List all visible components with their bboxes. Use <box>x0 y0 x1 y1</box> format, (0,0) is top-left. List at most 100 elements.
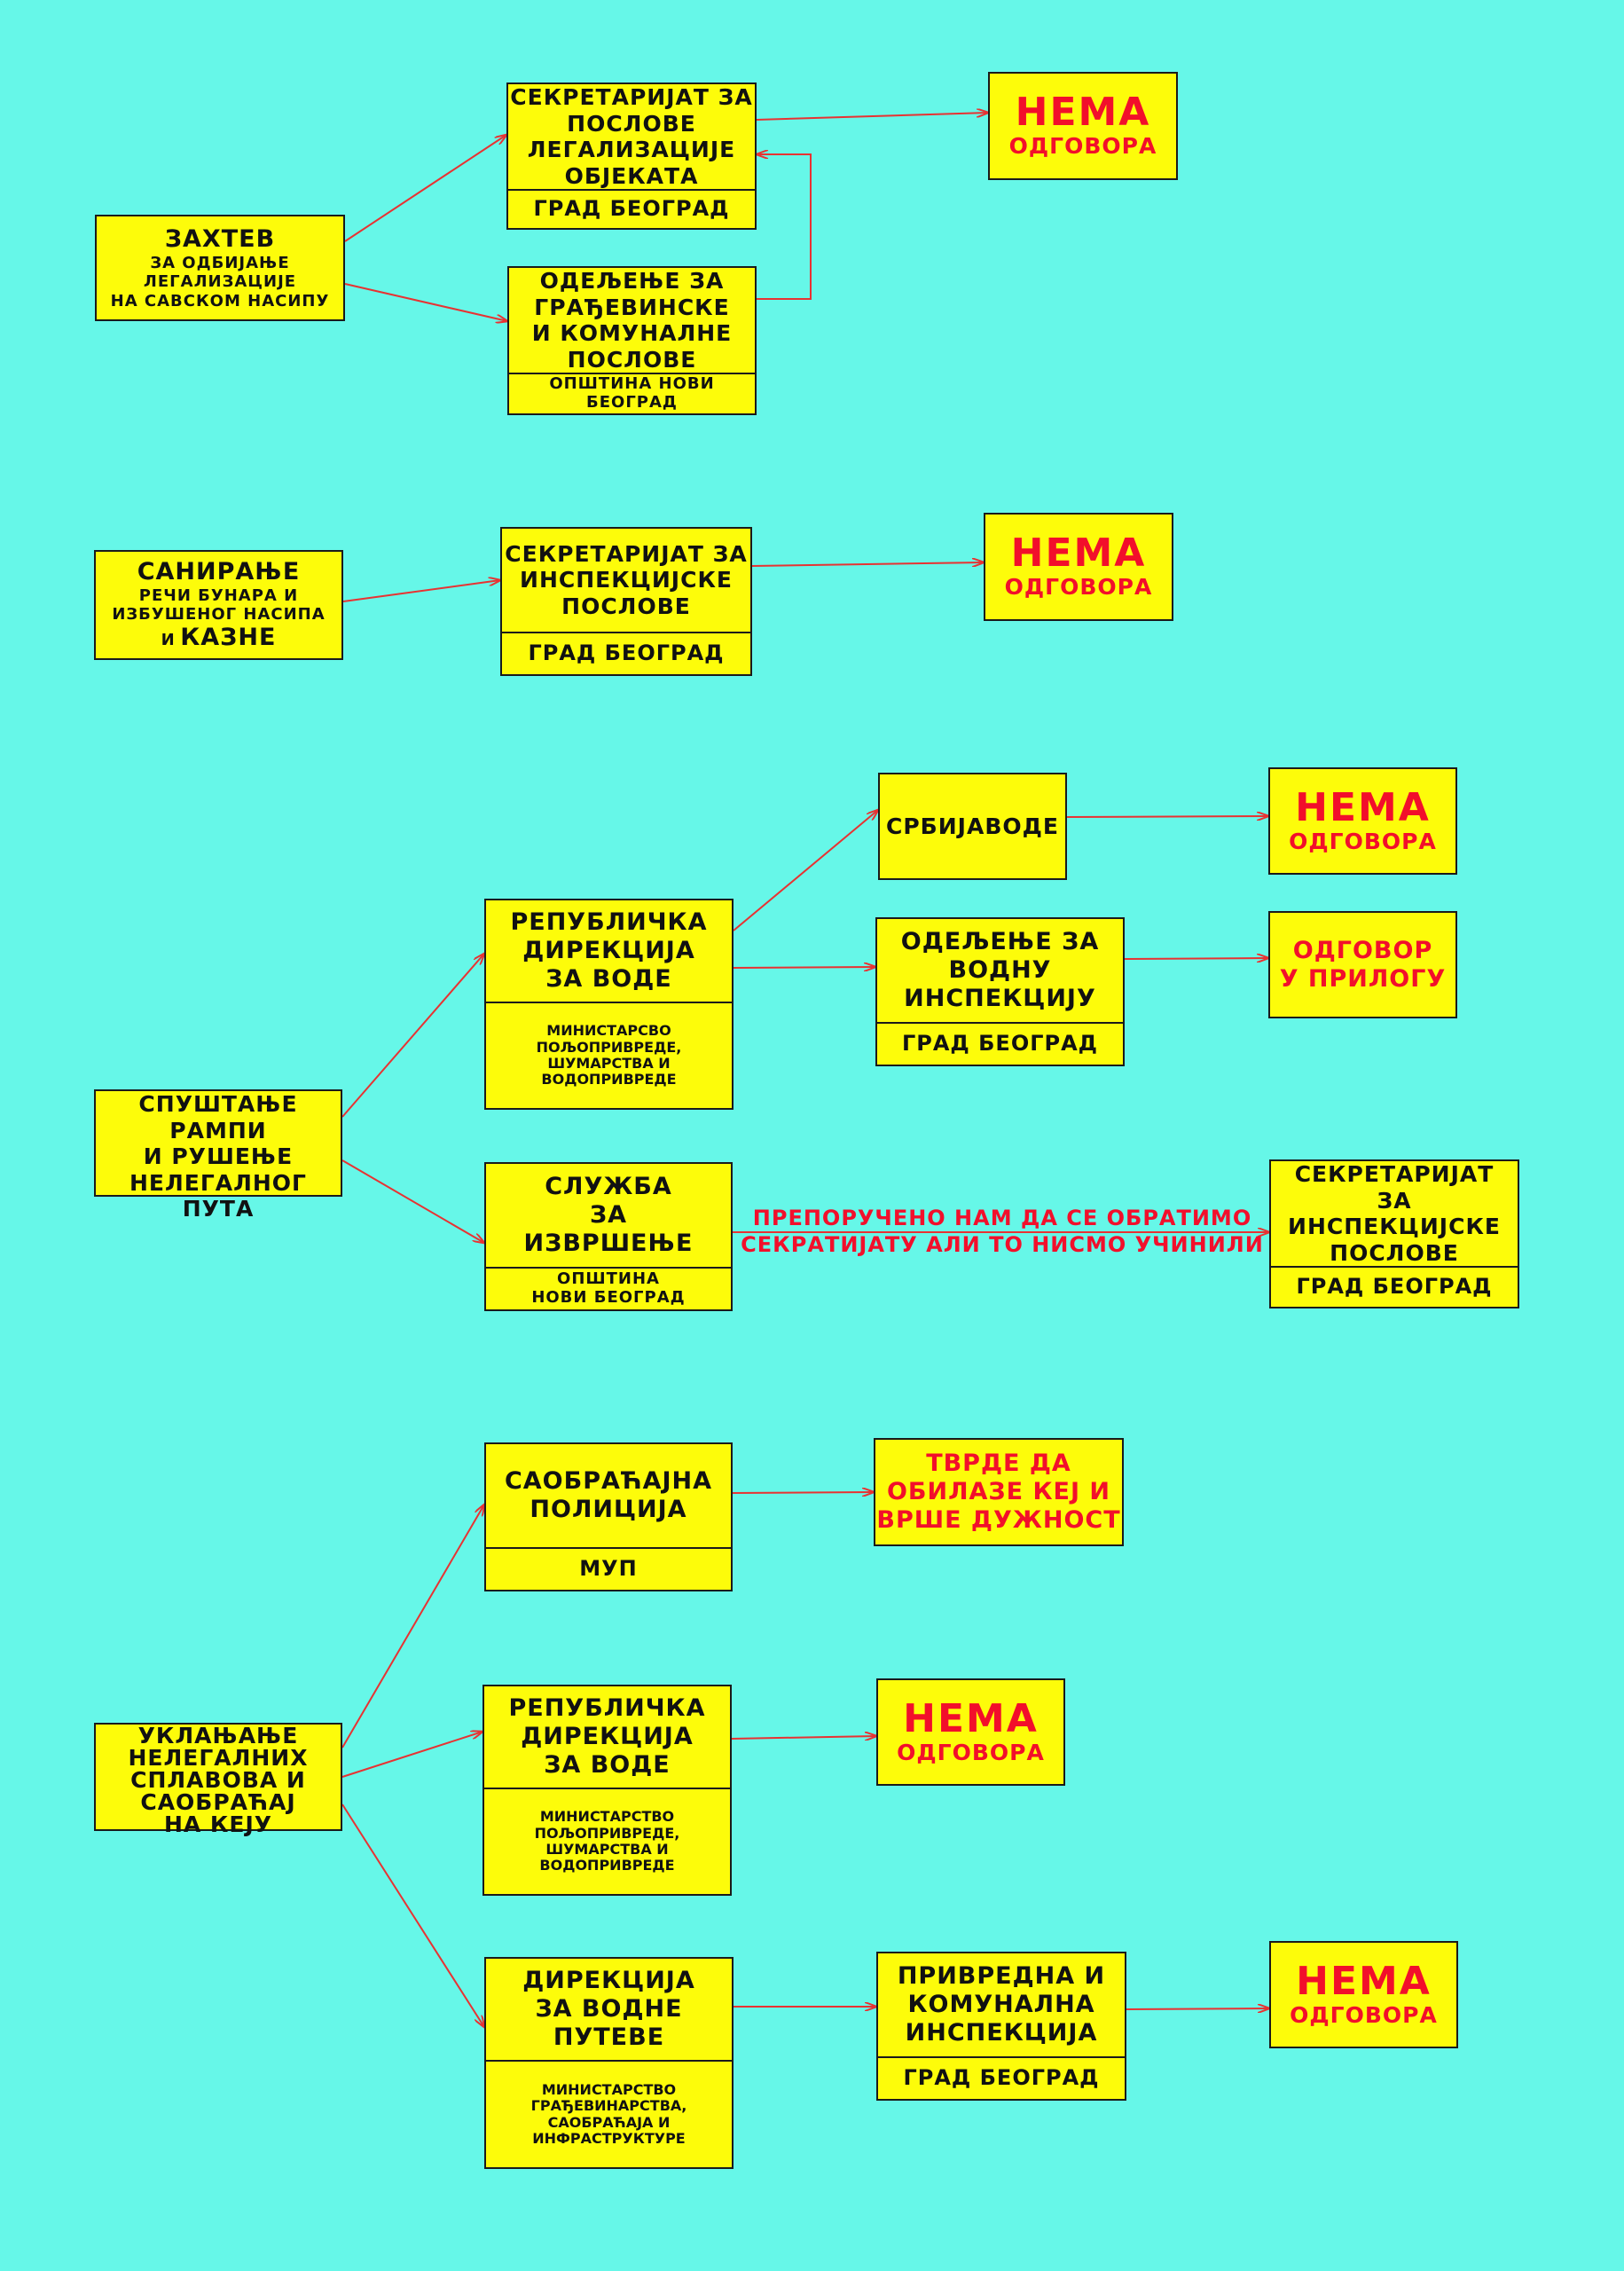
arrow-ramps-to-directorate <box>341 954 484 1118</box>
box-line: ИНСПЕКЦИЈУ <box>904 984 1096 1012</box>
box-line: СРБИЈАВОДЕ <box>886 813 1059 839</box>
srbijavode-box: СРБИЈАВОДЕ <box>878 773 1067 880</box>
org-label: ГРАД БЕОГРАД <box>901 1031 1099 1057</box>
republic-water-directorate-box-2: РЕПУБЛИЧКА ДИРЕКЦИЈА ЗА ВОДЕ МИНИСТАРСТВ… <box>482 1685 732 1896</box>
org-line: ВОДОПРИВРЕДЕ <box>541 1071 677 1088</box>
result-small-text: ОДГОВОРА <box>1008 133 1157 160</box>
request-line: СПУШТАЊЕ РАМПИ <box>138 1091 298 1143</box>
result-answer-attached: ОДГОВОР У ПРИЛОГУ <box>1268 911 1457 1018</box>
arrow-directorate4-to-result <box>731 1736 876 1739</box>
request-box-rafts: УКЛАЊАЊЕ НЕЛЕГАЛНИХ СПЛАВОВА И САОБРАЋАЈ… <box>94 1723 342 1835</box>
box-line: ЗА ВОДЕ <box>544 1750 671 1779</box>
org-line: САОБРАЋАЈА И <box>547 2113 671 2131</box>
box-line: ДИРЕКЦИЈА <box>522 937 695 965</box>
traffic-police-box: САОБРАЋАЈНА ПОЛИЦИЈА МУП <box>484 1442 733 1591</box>
recommendation-note: ПРЕПОРУЧЕНО НАМ ДА СЕ ОБРАТИМО СЕКРАТИЈА… <box>741 1205 1264 1258</box>
arrow-ramps-to-enforcement <box>341 1159 484 1243</box>
box-line: ИНСПЕКЦИЈСКЕ <box>520 567 733 593</box>
org-line: ОПШТИНА <box>557 1269 660 1289</box>
result-line: ОДГОВОР <box>1292 936 1433 964</box>
request-line: НА САВСКОМ НАСИПУ <box>110 291 330 310</box>
result-police-claims: ТВРДЕ ДА ОБИЛАЗЕ КЕЈ И ВРШЕ ДУЖНОСТ <box>874 1438 1124 1546</box>
request-line: ИЗБУШЕНОГ НАСИПА <box>112 605 326 624</box>
result-small-text: ОДГОВОРА <box>1289 828 1437 854</box>
box-line: ЗА ВОДНЕ <box>535 1995 683 2023</box>
note-line: СЕКРАТИЈАТУ АЛИ ТО НИСМО УЧИНИЛИ <box>741 1232 1264 1257</box>
result-line: У ПРИЛОГУ <box>1279 964 1447 993</box>
secretariat-inspection-box: СЕКРЕТАРИЈАТ ЗА ИНСПЕКЦИЈСКЕ ПОСЛОВЕ ГРА… <box>500 527 752 676</box>
request-line: ЗА ОДБИЈАЊЕ <box>150 254 290 273</box>
org-line: МИНИСТАРСТВО <box>541 2080 677 2098</box>
result-no-answer-2: НЕМА ОДГОВОРА <box>984 513 1173 621</box>
arrow-directorate-to-inspection <box>733 967 875 968</box>
department-construction-box: ОДЕЉЕЊЕ ЗА ГРАЂЕВИНСКЕ И КОМУНАЛНЕ ПОСЛО… <box>507 266 757 415</box>
box-line: ИНСПЕКЦИЈА <box>905 2018 1098 2047</box>
box-line: ДИРЕКЦИЈА <box>522 1967 695 1995</box>
request-line: СПЛАВОВА И <box>130 1767 306 1793</box>
request-title: САНИРАЊЕ <box>137 557 301 585</box>
request-box-legalization: ЗАХТЕВ ЗА ОДБИЈАЊЕ ЛЕГАЛИЗАЦИЈЕ НА САВСК… <box>95 215 345 321</box>
box-line: САОБРАЋАЈНА <box>504 1467 713 1496</box>
arrow-secretariat2-to-result <box>751 562 984 566</box>
org-line: ГРАЂЕВИНАРСТВА, <box>530 2097 687 2115</box>
result-big-text: НЕМА <box>903 1695 1039 1741</box>
arrow-srbijavode-to-result <box>1066 816 1268 817</box>
org-line: ШУМАРСТВА И <box>545 1841 669 1858</box>
org-label: ГРАД БЕОГРАД <box>1296 1274 1493 1300</box>
result-line: ВРШЕ ДУЖНОСТ <box>876 1505 1121 1534</box>
arrow-department-to-secretariat <box>756 154 812 300</box>
box-line: СЕКРЕТАРИЈАТ <box>1294 1161 1495 1187</box>
box-line: ПОСЛОВЕ <box>567 110 696 137</box>
result-line: ТВРДЕ ДА <box>926 1450 1071 1478</box>
box-line: ПОЛИЦИЈА <box>530 1496 687 1523</box>
box-line: ПУТЕВЕ <box>553 2023 665 2051</box>
arrow-inspection4-to-result <box>1126 2008 1269 2009</box>
request-line: РЕЧИ БУНАРА И <box>138 585 299 605</box>
org-line: МИНИСТАРСТВО <box>539 1808 675 1826</box>
org-line: ПОЉОПРИВРЕДЕ, <box>536 1038 682 1056</box>
request-line: и <box>161 631 176 650</box>
arrow-rafts-to-police <box>341 1505 484 1748</box>
note-line: ПРЕПОРУЧЕНО НАМ ДА СЕ ОБРАТИМО <box>752 1206 1252 1230</box>
result-big-text: НЕМА <box>1296 1958 1432 2004</box>
box-line: ЗА ВОДЕ <box>545 964 672 993</box>
request-line: НЕЛЕГАЛНИХ <box>128 1745 309 1771</box>
arrow-request-to-department <box>344 283 507 321</box>
org-label: ГРАД БЕОГРАД <box>533 196 730 222</box>
box-line: ОДЕЉЕЊЕ ЗА <box>539 268 725 294</box>
box-line: ГРАЂЕВИНСКЕ <box>534 294 730 320</box>
result-big-text: НЕМА <box>1015 90 1151 136</box>
arrow-inspection-to-result <box>1124 958 1268 959</box>
org-line: МИНИСТАРСВО <box>546 1022 671 1040</box>
org-line: ИНФРАСТРУКТУРЕ <box>532 2129 686 2147</box>
org-line: ШУМАРСТВА И <box>547 1055 671 1072</box>
result-big-text: НЕМА <box>1010 530 1147 577</box>
org-line: НОВИ БЕОГРАД <box>531 1288 686 1307</box>
arrow-directorate-to-srbijavode <box>733 810 878 931</box>
arrow-rafts-to-directorate <box>341 1732 482 1778</box>
result-small-text: ОДГОВОРА <box>1290 2001 1438 2028</box>
org-label: ГРАД БЕОГРАД <box>903 2065 1100 2091</box>
arrow-sanation-to-secretariat <box>342 580 500 602</box>
water-inspection-box: ОДЕЉЕЊЕ ЗА ВОДНУ ИНСПЕКЦИЈУ ГРАД БЕОГРАД <box>875 917 1125 1066</box>
box-line: СЛУЖБА <box>545 1173 672 1201</box>
box-line: ПОСЛОВЕ <box>567 346 697 373</box>
box-line: КОМУНАЛНА <box>907 1991 1095 2019</box>
box-line: ДИРЕКЦИЈА <box>521 1723 694 1751</box>
box-line: И КОМУНАЛНЕ <box>531 320 733 346</box>
box-line: СЕКРЕТАРИЈАТ ЗА <box>510 84 753 110</box>
box-line: ПОСЛОВЕ <box>1330 1239 1459 1266</box>
box-line: ВОДНУ <box>948 956 1052 985</box>
box-line: ИЗВРШЕЊЕ <box>523 1229 694 1257</box>
box-line: ПРИВРЕДНА И <box>897 1962 1106 1991</box>
result-small-text: ОДГОВОРА <box>897 1739 1045 1765</box>
request-line: САОБРАЋАЈ <box>140 1789 296 1815</box>
box-line: ЗА <box>589 1201 628 1230</box>
result-big-text: НЕМА <box>1295 784 1431 830</box>
waterways-directorate-box: ДИРЕКЦИЈА ЗА ВОДНЕ ПУТЕВЕ МИНИСТАРСТВО Г… <box>484 1957 734 2169</box>
result-no-answer-1: НЕМА ОДГОВОРА <box>988 72 1178 180</box>
arrow-police-to-result <box>732 1492 874 1493</box>
org-label: ОПШТИНА НОВИ БЕОГРАД <box>549 374 715 412</box>
box-line: РЕПУБЛИЧКА <box>510 908 708 937</box>
